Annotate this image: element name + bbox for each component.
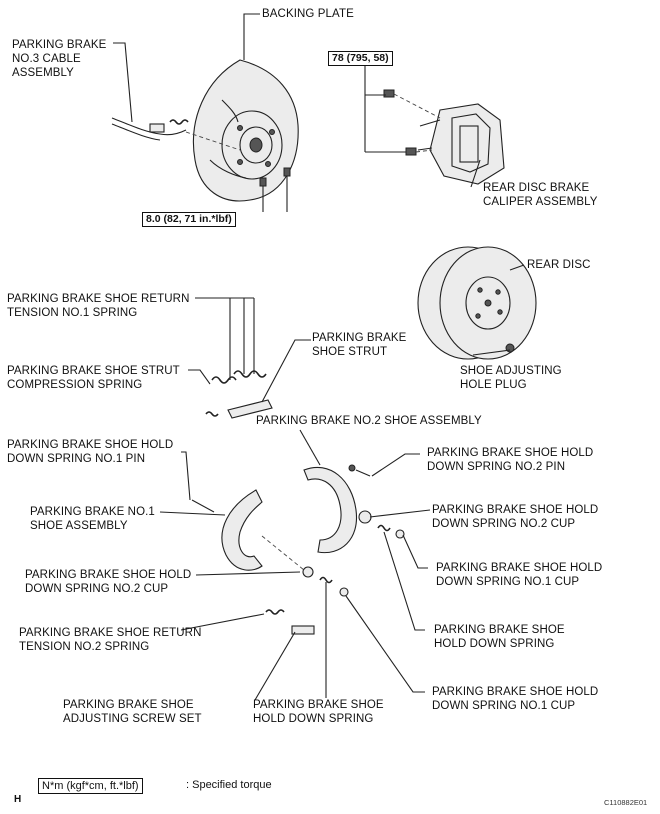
label-cup1-bottom: PARKING BRAKE SHOE HOLD DOWN SPRING NO.1… xyxy=(432,686,599,712)
torque-backing: 8.0 (82, 71 in.*lbf) xyxy=(142,212,236,227)
label-no1-shoe: PARKING BRAKE NO.1 SHOE ASSEMBLY xyxy=(30,506,155,532)
backing-bolts xyxy=(185,131,291,212)
cable-drawing xyxy=(111,117,189,141)
torque-caliper: 78 (795, 58) xyxy=(328,51,393,66)
upper-springs-drawing xyxy=(205,298,273,419)
label-cup2-left: PARKING BRAKE SHOE HOLD DOWN SPRING NO.2… xyxy=(25,569,192,595)
no1-shoe-drawing xyxy=(191,489,305,571)
caliper-drawing xyxy=(364,64,505,185)
label-strut-spring: PARKING BRAKE SHOE STRUT COMPRESSION SPR… xyxy=(7,365,180,391)
label-return-spring-1: PARKING BRAKE SHOE RETURN TENSION NO.1 S… xyxy=(7,293,190,319)
no2-shoe-drawing xyxy=(303,464,371,554)
label-adjusting-screw: PARKING BRAKE SHOE ADJUSTING SCREW SET xyxy=(63,699,202,725)
rear-disc-drawing xyxy=(417,246,537,360)
backing-plate-drawing xyxy=(192,59,299,202)
label-backing-plate: BACKING PLATE xyxy=(262,8,354,20)
label-hold-spring-bottom: PARKING BRAKE SHOE HOLD DOWN SPRING xyxy=(253,699,384,725)
label-cup1-right: PARKING BRAKE SHOE HOLD DOWN SPRING NO.1… xyxy=(436,562,603,588)
figure-code: C110882E01 xyxy=(604,798,648,807)
label-cup2-right: PARKING BRAKE SHOE HOLD DOWN SPRING NO.2… xyxy=(432,504,599,530)
label-hold-spring-right: PARKING BRAKE SHOE HOLD DOWN SPRING xyxy=(434,624,565,650)
label-return-spring-2: PARKING BRAKE SHOE RETURN TENSION NO.2 S… xyxy=(19,627,202,653)
label-no2-shoe: PARKING BRAKE NO.2 SHOE ASSEMBLY xyxy=(256,415,482,427)
label-rear-disc: REAR DISC xyxy=(527,259,591,271)
corner-mark: H xyxy=(14,794,22,805)
legend-text: : Specified torque xyxy=(186,779,272,791)
label-caliper: REAR DISC BRAKE CALIPER ASSEMBLY xyxy=(483,182,598,208)
label-hold-pin-1: PARKING BRAKE SHOE HOLD DOWN SPRING NO.1… xyxy=(7,439,174,465)
label-shoe-strut: PARKING BRAKE SHOE STRUT xyxy=(312,332,407,358)
leader-lines xyxy=(113,13,525,701)
label-cable-assembly: PARKING BRAKE NO.3 CABLE ASSEMBLY xyxy=(12,39,107,79)
hold-down-parts xyxy=(265,510,405,635)
label-hold-pin-2: PARKING BRAKE SHOE HOLD DOWN SPRING NO.2… xyxy=(427,447,594,473)
legend-torque-unit: N*m (kgf*cm, ft.*lbf) xyxy=(38,778,143,794)
label-hole-plug: SHOE ADJUSTING HOLE PLUG xyxy=(460,365,562,391)
